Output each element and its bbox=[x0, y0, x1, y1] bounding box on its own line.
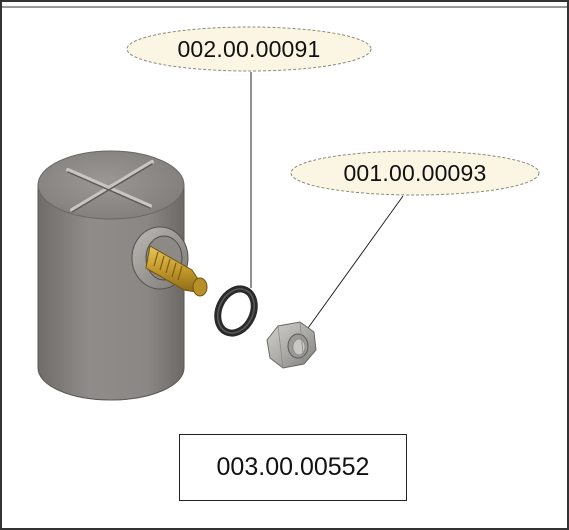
nut-part-number-label: 001.00.00093 bbox=[343, 159, 487, 186]
oring-part-number-label: 002.00.00091 bbox=[177, 35, 321, 62]
oring-callout-balloon bbox=[126, 26, 372, 72]
o-ring-icon bbox=[214, 285, 258, 337]
assembly-part-number-label: 003.00.00552 bbox=[216, 453, 370, 481]
nut-leader-line bbox=[302, 195, 404, 336]
nut-callout-balloon bbox=[290, 150, 540, 196]
assembly-part-number-box: 003.00.00552 bbox=[179, 434, 407, 501]
brass-fitting-icon bbox=[131, 226, 208, 297]
hex-nut-icon bbox=[266, 321, 317, 369]
